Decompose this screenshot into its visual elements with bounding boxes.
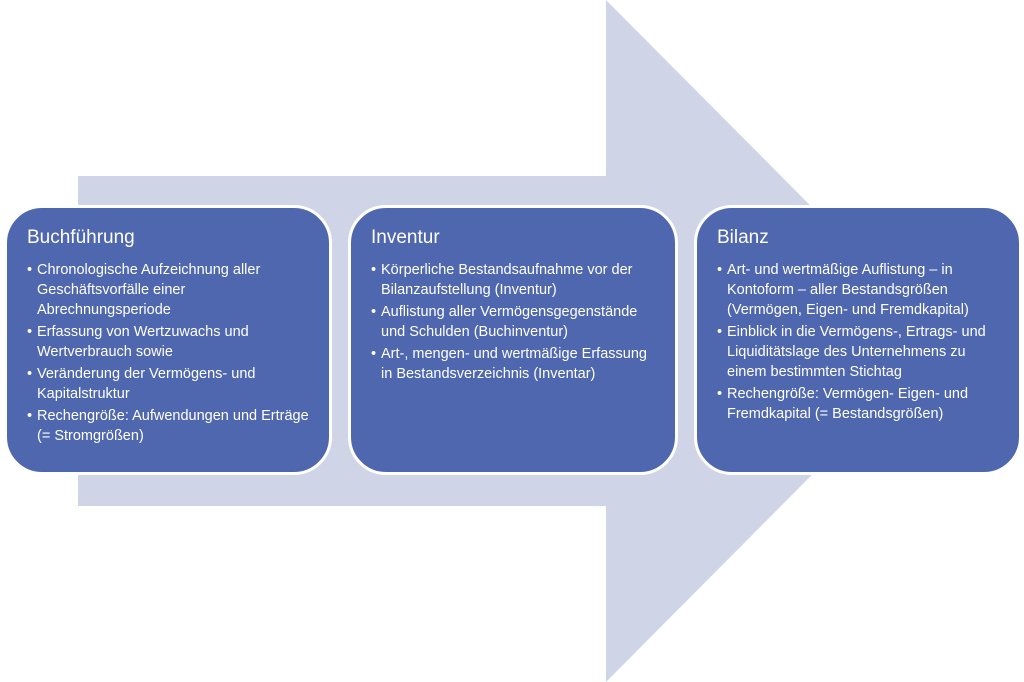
bullet-item: •Körperliche Bestandsaufnahme vor der Bi…	[371, 260, 659, 300]
bullet-item: •Rechengröße: Vermögen- Eigen- und Fremd…	[717, 384, 1003, 424]
bullet-text: Chronologische Aufzeichnung aller Geschä…	[37, 262, 261, 318]
bullet-item: •Chronologische Aufzeichnung aller Gesch…	[27, 260, 313, 320]
bullet-dot: •	[371, 262, 377, 278]
bullet-item: •Einblick in die Vermögens-, Ertrags- un…	[717, 322, 1003, 382]
bullet-dot: •	[27, 408, 33, 424]
bullet-text: Erfassung von Wertzuwachs und Wertverbra…	[37, 324, 249, 360]
bullet-dot: •	[27, 262, 33, 278]
bullet-dot: •	[717, 386, 723, 402]
bullet-text: Auflistung aller Vermögensgegenstände un…	[381, 304, 638, 340]
bullet-dot: •	[371, 304, 377, 320]
bullet-dot: •	[371, 346, 377, 362]
bullet-text: Veränderung der Vermögens- und Kapitalst…	[37, 366, 256, 402]
bullet-dot: •	[717, 324, 723, 340]
step-bullet-list: •Körperliche Bestandsaufnahme vor der Bi…	[371, 260, 659, 384]
step-bullet-list: •Chronologische Aufzeichnung aller Gesch…	[27, 260, 313, 446]
bullet-text: Rechengröße: Aufwendungen und Erträge (=…	[37, 408, 309, 444]
bullet-dot: •	[27, 366, 33, 382]
bullet-text: Art- und wertmäßige Auflistung – in Kont…	[727, 262, 969, 318]
step-box-inventur: Inventur •Körperliche Bestandsaufnahme v…	[348, 205, 678, 475]
bullet-item: •Art- und wertmäßige Auflistung – in Kon…	[717, 260, 1003, 320]
bullet-text: Rechengröße: Vermögen- Eigen- und Fremdk…	[727, 386, 969, 422]
bullet-item: •Veränderung der Vermögens- und Kapitals…	[27, 364, 313, 404]
bullet-text: Einblick in die Vermögens-, Ertrags- und…	[727, 324, 986, 380]
bullet-text: Körperliche Bestandsaufnahme vor der Bil…	[381, 262, 633, 298]
step-title: Inventur	[371, 227, 440, 248]
step-title: Bilanz	[717, 227, 769, 248]
step-title: Buchführung	[27, 227, 135, 248]
step-bullet-list: •Art- und wertmäßige Auflistung – in Kon…	[717, 260, 1003, 424]
bullet-item: •Erfassung von Wertzuwachs und Wertverbr…	[27, 322, 313, 362]
step-box-bilanz: Bilanz •Art- und wertmäßige Auflistung –…	[694, 205, 1022, 475]
bullet-item: •Art-, mengen- und wertmäßige Erfassung …	[371, 344, 659, 384]
bullet-item: •Rechengröße: Aufwendungen und Erträge (…	[27, 406, 313, 446]
bullet-dot: •	[717, 262, 723, 278]
bullet-item: •Auflistung aller Vermögensgegenstände u…	[371, 302, 659, 342]
bullet-dot: •	[27, 324, 33, 340]
bullet-text: Art-, mengen- und wertmäßige Erfassung i…	[381, 346, 647, 382]
step-box-buchfuehrung: Buchführung •Chronologische Aufzeichnung…	[4, 205, 332, 475]
